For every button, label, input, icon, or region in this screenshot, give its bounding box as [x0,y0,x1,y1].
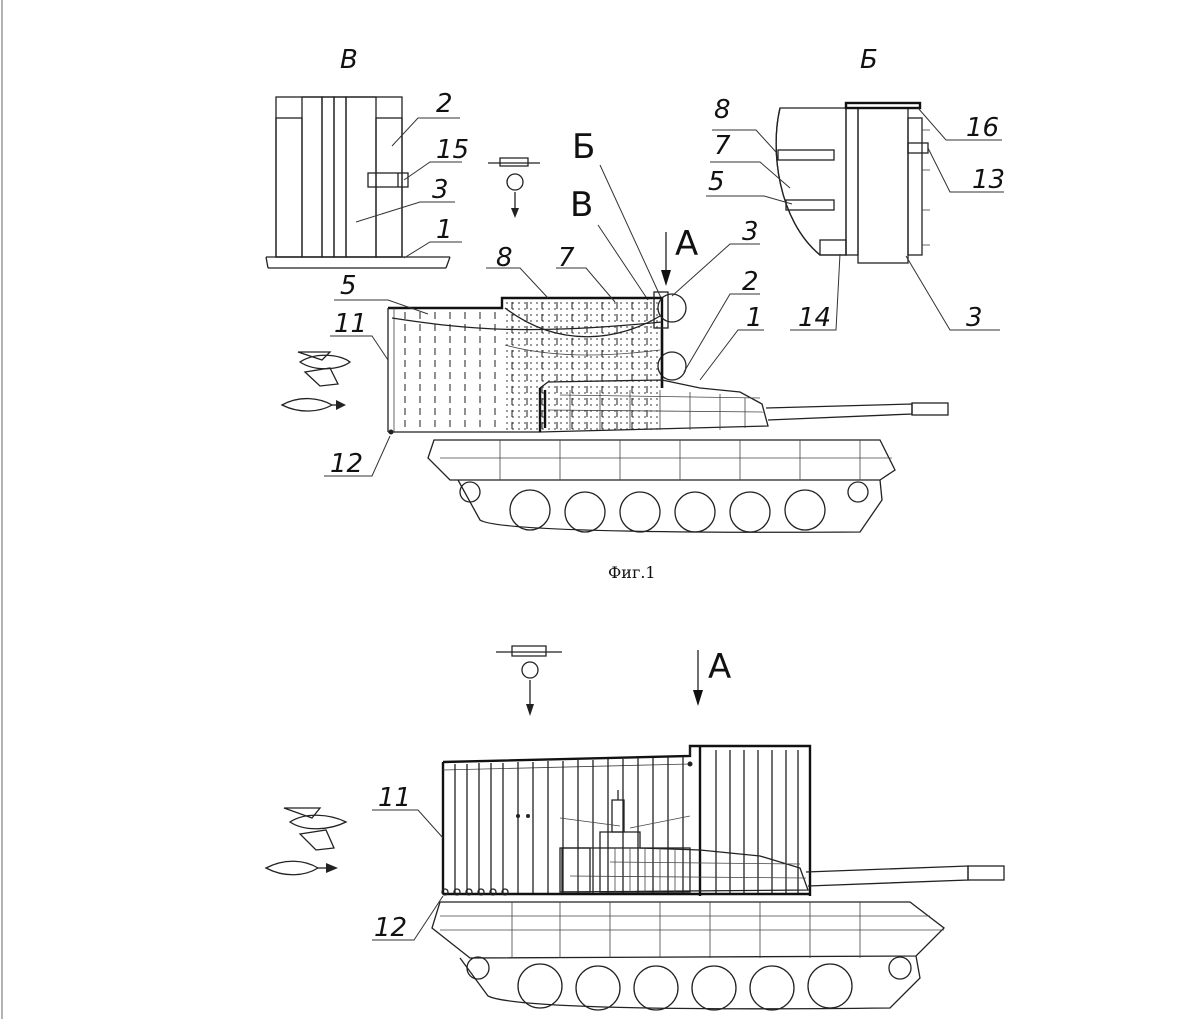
detail-b-slot-8 [777,149,835,161]
rpg-projectile-icon [280,351,352,412]
detail-v-leader-1 [403,241,462,259]
detail-b-leader-3 [905,255,1000,331]
detail-v-callout-1: 1 [436,215,453,245]
fig1-callout-12: 12 [330,449,363,479]
fig1-caption: Фиг.1 [608,563,656,582]
fig1-view-arrow-label: А [675,224,698,264]
detail-v-core [333,96,347,258]
fig1-callout-3: 3 [742,217,759,247]
fig1-detail-b-circle [657,293,687,323]
fig2-drone-icon [496,645,562,716]
detail-b: Б 8 7 5 14 16 13 3 [706,45,1005,333]
detail-v-title: В [340,45,358,75]
fig1-callout-5: 5 [340,271,357,301]
detail-b-slot-5 [785,199,835,211]
fig2-protective-cage [441,744,812,896]
detail-v-gap [321,96,335,258]
detail-v: В 2 15 3 1 [265,45,469,269]
fig1-callout-11: 11 [334,309,367,339]
detail-v-layer-left [275,117,303,258]
tank-icon [427,379,949,533]
fig1-callout-2: 2 [742,267,759,297]
detail-v-callout-2: 2 [436,89,453,119]
detail-b-callout-13: 13 [972,165,1005,195]
detail-v-leader-3 [355,201,455,223]
detail-b-callout-14: 14 [798,303,831,333]
fig1-view-arrow [661,232,671,286]
figure-1: Б В А [280,127,949,582]
detail-b-leader-5 [706,195,793,205]
drone-icon [488,157,540,218]
fig1-section-label-v: В [570,185,593,225]
fig1-callout-1: 1 [746,303,763,333]
detail-v-bolt [367,172,409,188]
figure-2: А [264,645,1005,1011]
fig2-view-arrow [693,650,703,706]
detail-v-base [266,256,450,269]
fig1-callout-7: 7 [558,243,575,273]
fig1-section-label-b: Б [572,127,595,167]
detail-v-leader-15 [403,161,462,181]
detail-v-layer-inner [345,96,377,258]
fig2-view-arrow-label: А [708,647,731,687]
fig1-callout-8: 8 [496,243,513,273]
detail-v-outline [275,96,403,258]
detail-b-callout-16: 16 [966,113,999,143]
fig2-rpg-projectile-icon [264,807,348,876]
detail-b-callout-7: 7 [714,131,731,161]
detail-b-callout-5: 5 [708,167,725,197]
detail-v-leader-2 [391,117,460,147]
detail-b-core [857,107,909,264]
detail-v-layer-mid [301,96,323,258]
fig2-tank-icon [431,790,1005,1011]
detail-b-title: Б [860,45,878,75]
fig1-protective-cage [387,291,687,435]
detail-b-leader-16 [917,107,1002,141]
fig2-callout-11: 11 [378,783,411,813]
fig1-detail-v-circle [657,351,687,381]
detail-b-leader-14 [790,253,841,331]
detail-b-screw [907,142,929,154]
detail-b-leader-13 [927,147,1004,193]
detail-v-callout-3: 3 [432,175,449,205]
detail-b-callout-3: 3 [966,303,983,333]
detail-b-callout-8: 8 [714,95,731,125]
fig2-callout-12: 12 [374,913,407,943]
detail-b-leader-8 [712,129,777,153]
detail-b-leader-7 [710,161,791,189]
detail-v-callout-15: 15 [436,135,469,165]
